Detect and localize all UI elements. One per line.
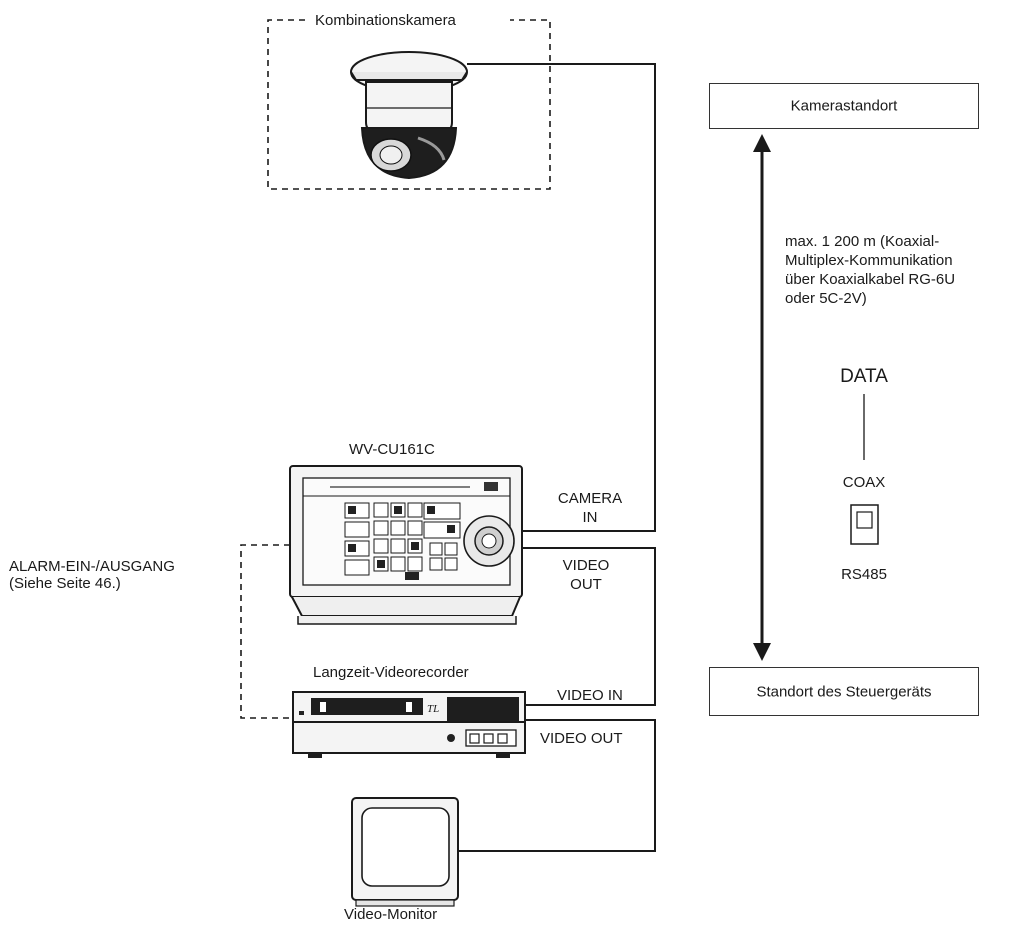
alarm-line1: ALARM-EIN-/AUSGANG — [9, 558, 175, 575]
controller-video-out-cable — [520, 547, 656, 706]
video-recorder-icon — [292, 691, 526, 758]
monitor-label: Video-Monitor — [344, 906, 438, 923]
camera-site-label: Kamerastandort — [790, 97, 898, 115]
video-in-port-label: VIDEO IN — [557, 687, 623, 704]
camera-enclosure — [267, 19, 551, 190]
camera-label: Kombinationskamera — [313, 12, 458, 30]
camera-in-line2: IN — [582, 509, 598, 526]
alarm-label: ALARM-EIN-/AUSGANG (Siehe Seite 46.) — [9, 558, 175, 592]
controller-site-label: Standort des Steuergeräts — [756, 683, 932, 700]
alarm-line2: (Siehe Seite 46.) — [9, 575, 121, 592]
alarm-cable — [240, 544, 294, 719]
distance-note-line3: über Koaxialkabel RG-6U — [785, 271, 956, 288]
video-out-line1: VIDEO — [562, 557, 610, 574]
camera-cable — [467, 63, 656, 532]
distance-note-line1: max. 1 200 m (Koaxial- — [785, 233, 940, 250]
controller-site-box: Standort des Steuergeräts — [709, 667, 979, 716]
camera-in-port-label: CAMERA IN — [545, 489, 635, 527]
distance-note: max. 1 200 m (Koaxial- Multiplex-Kommuni… — [785, 232, 955, 308]
recorder-label: Langzeit-Videorecorder — [313, 664, 469, 681]
video-out-port-label: VIDEO OUT — [551, 556, 621, 594]
recorder-video-out-port-label: VIDEO OUT — [540, 730, 623, 747]
recorder-video-out-cable — [458, 719, 656, 852]
camera-site-box: Kamerastandort — [709, 83, 979, 129]
selector-switch — [850, 394, 879, 545]
controller-device-icon — [289, 465, 523, 625]
video-out-line2: OUT — [570, 576, 602, 593]
distance-note-line4: oder 5C-2V) — [785, 290, 867, 307]
switch-coax-label: COAX — [842, 474, 886, 491]
distance-arrow — [753, 134, 771, 661]
dome-camera-icon — [350, 51, 468, 180]
video-monitor-icon — [351, 797, 459, 907]
cables — [458, 63, 656, 852]
camera-in-line1: CAMERA — [557, 490, 623, 507]
recorder-logo: TL — [427, 703, 439, 715]
controller-label: WV-CU161C — [349, 441, 435, 458]
switch-rs485-label: RS485 — [841, 566, 887, 583]
switch-data-label: DATA — [840, 366, 888, 387]
distance-note-line2: Multiplex-Kommunikation — [785, 252, 953, 269]
